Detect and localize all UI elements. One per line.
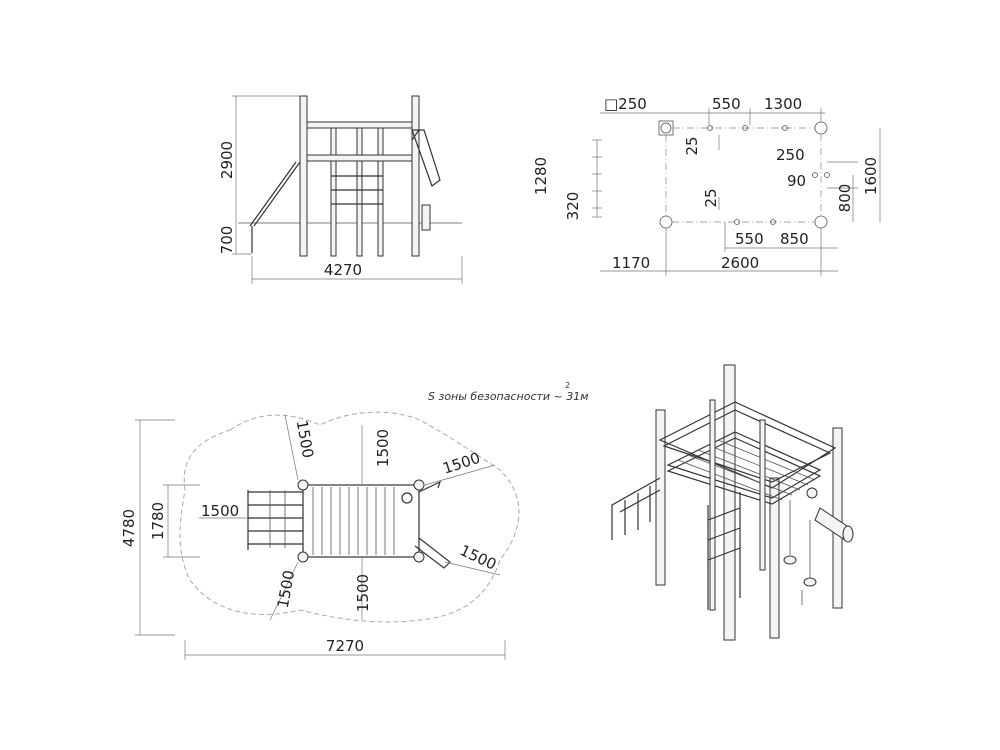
deck-boards [312, 487, 395, 555]
plan-bottom-dim-2: 850 [780, 230, 809, 248]
zone-clear-bottomleft: 1500 [274, 569, 298, 610]
plan-offset-top: 25 [683, 136, 701, 155]
front-view: 2900 700 4270 [218, 95, 463, 284]
zone-height-total: 4780 [120, 509, 138, 547]
zone-clear-bottomright: 1500 [457, 541, 499, 573]
zone-clear-topright: 1500 [441, 449, 483, 478]
plan-view: □250 550 1300 25 25 250 90 550 850 1280 … [532, 95, 881, 276]
plan-right-250: 250 [776, 146, 805, 164]
front-width-label: 4270 [324, 261, 362, 279]
safety-zone-view: S зоны безопасности ~ 31м 2 4780 1780 72… [120, 381, 589, 660]
isometric-view [611, 364, 854, 641]
plan-bottom-overall-2: 2600 [721, 254, 759, 272]
front-height-label: 2900 [218, 141, 236, 179]
plan-bottom-dim-1: 550 [735, 230, 764, 248]
zone-clear-topleft: 1500 [293, 419, 317, 460]
plan-offset-bottom: 25 [702, 188, 720, 207]
plan-post-size: □250 [604, 95, 647, 113]
zone-clear-left: 1500 [201, 502, 239, 520]
plan-right-height: 1600 [862, 157, 880, 195]
plan-top-dim-2: 1300 [764, 95, 802, 113]
safety-zone-label: S зоны безопасности ~ 31м [428, 390, 589, 403]
safety-zone-label-sup: 2 [565, 381, 570, 390]
plan-left-small: 320 [564, 192, 582, 221]
zone-clear-top: 1500 [374, 429, 392, 467]
plan-right-small: 800 [836, 184, 854, 213]
plan-right-90: 90 [787, 172, 806, 190]
zone-width-total: 7270 [326, 637, 364, 655]
safety-zone-outline [179, 411, 520, 623]
plan-top-dim-1: 550 [712, 95, 741, 113]
front-lower-label: 700 [218, 226, 236, 255]
plan-bottom-overall-1: 1170 [612, 254, 650, 272]
zone-height-inner: 1780 [149, 502, 167, 540]
plan-left-height: 1280 [532, 157, 550, 195]
zone-clear-bottom: 1500 [354, 574, 372, 612]
